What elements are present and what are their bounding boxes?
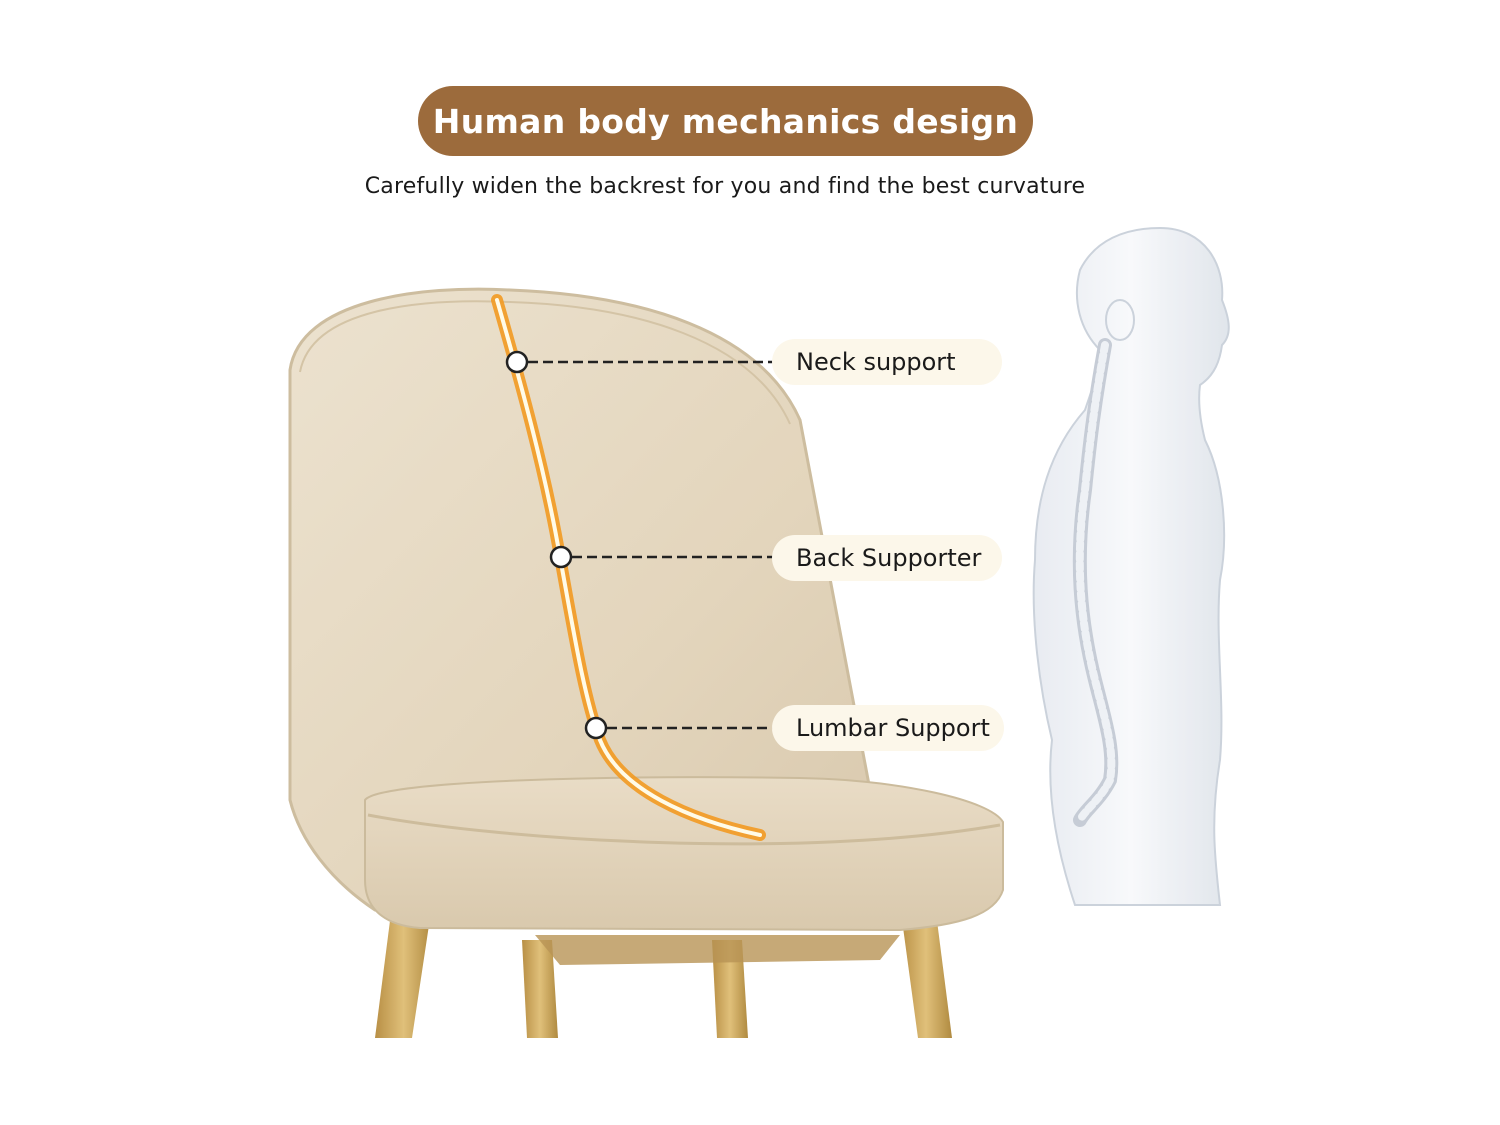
callout-leaders — [528, 360, 775, 730]
human-spine-figure — [1032, 226, 1230, 906]
callout-neck-support-label: Neck support — [796, 348, 956, 376]
callout-lumbar-support-label: Lumbar Support — [796, 714, 990, 742]
back-support-marker — [549, 545, 573, 569]
page-subtitle: Carefully widen the backrest for you and… — [364, 174, 1086, 199]
callout-back-supporter-label: Back Supporter — [796, 544, 982, 572]
chair-legs — [375, 905, 952, 1038]
callout-neck-support: Neck support — [772, 339, 1002, 385]
chair-backrest — [288, 287, 882, 922]
callout-lumbar-support: Lumbar Support — [772, 705, 1004, 751]
callout-back-supporter: Back Supporter — [772, 535, 1002, 581]
neck-support-marker — [505, 350, 529, 374]
page-title: Human body mechanics design — [432, 101, 1019, 141]
title-banner: Human body mechanics design — [418, 86, 1033, 156]
lumbar-support-marker — [584, 716, 608, 740]
chair-seat — [364, 776, 1004, 932]
